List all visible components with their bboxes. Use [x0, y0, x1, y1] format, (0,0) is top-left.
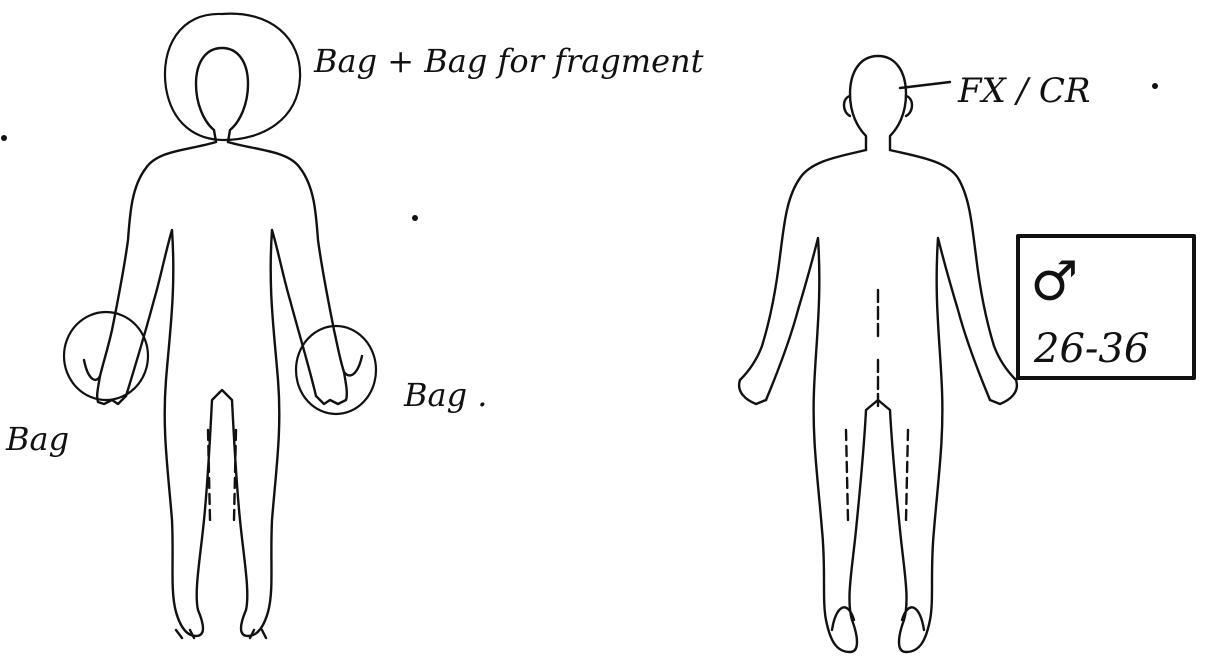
back-body-figure: [739, 56, 1017, 652]
head-pointer-line: [900, 82, 950, 88]
front-body-figure: [84, 48, 362, 638]
age-range-label: 26-36: [1033, 326, 1149, 372]
left-hand-bag-annotation: Bag .: [403, 376, 487, 414]
back-heels: [832, 607, 924, 630]
stray-dot: [1152, 83, 1158, 89]
sex-age-box: ♂ 26-36: [1018, 236, 1194, 378]
front-left-hand: [316, 356, 362, 404]
head-bag-annotation: Bag + Bag for fragment: [313, 42, 704, 80]
stray-dot: [1, 135, 7, 141]
head-bag-circle: [165, 14, 300, 140]
right-hand-bag-annotation: Bag: [5, 420, 69, 458]
back-left-hand: [990, 380, 1017, 404]
back-right-hand: [739, 380, 766, 404]
stray-dot: [412, 215, 418, 221]
front-body-outline: [100, 142, 344, 636]
back-head: [850, 56, 906, 150]
front-leg-inner: [208, 430, 236, 520]
front-head: [196, 48, 248, 142]
sex-symbol: ♂: [1030, 250, 1078, 313]
back-ears: [844, 96, 912, 116]
head-back-annotation: FX / CR: [957, 71, 1090, 111]
